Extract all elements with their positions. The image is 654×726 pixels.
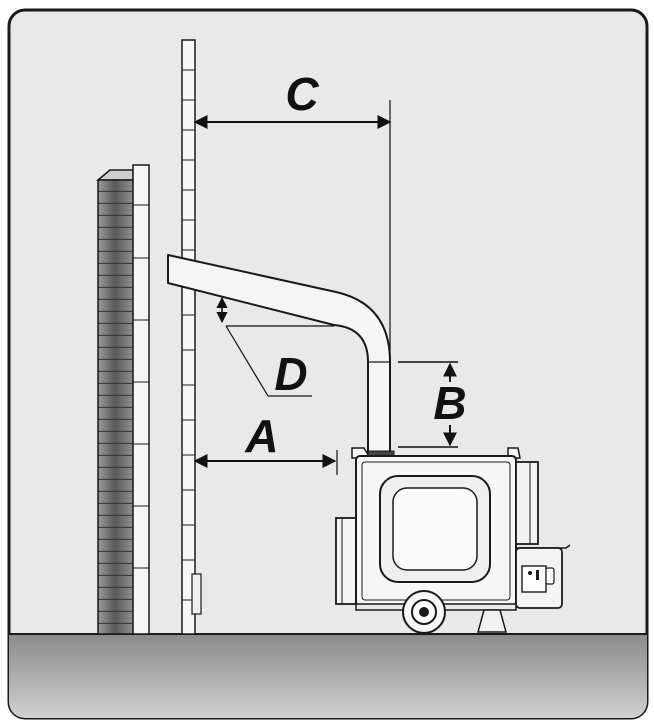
dimension-c-label: C bbox=[285, 68, 319, 120]
dimension-d: D bbox=[216, 296, 334, 400]
dimension-c: C bbox=[193, 68, 392, 362]
flue-duct bbox=[167, 254, 391, 453]
dimension-a-label: A bbox=[244, 410, 278, 462]
dimension-a: A bbox=[193, 410, 338, 475]
dimension-b: B bbox=[398, 361, 467, 448]
ground bbox=[9, 634, 647, 718]
dimension-b-label: B bbox=[433, 377, 466, 429]
indicator-icon bbox=[528, 571, 532, 575]
dimension-d-label: D bbox=[274, 348, 307, 400]
brick-wall bbox=[95, 164, 150, 635]
wall-panel bbox=[181, 39, 202, 635]
heater-unit bbox=[335, 447, 571, 634]
